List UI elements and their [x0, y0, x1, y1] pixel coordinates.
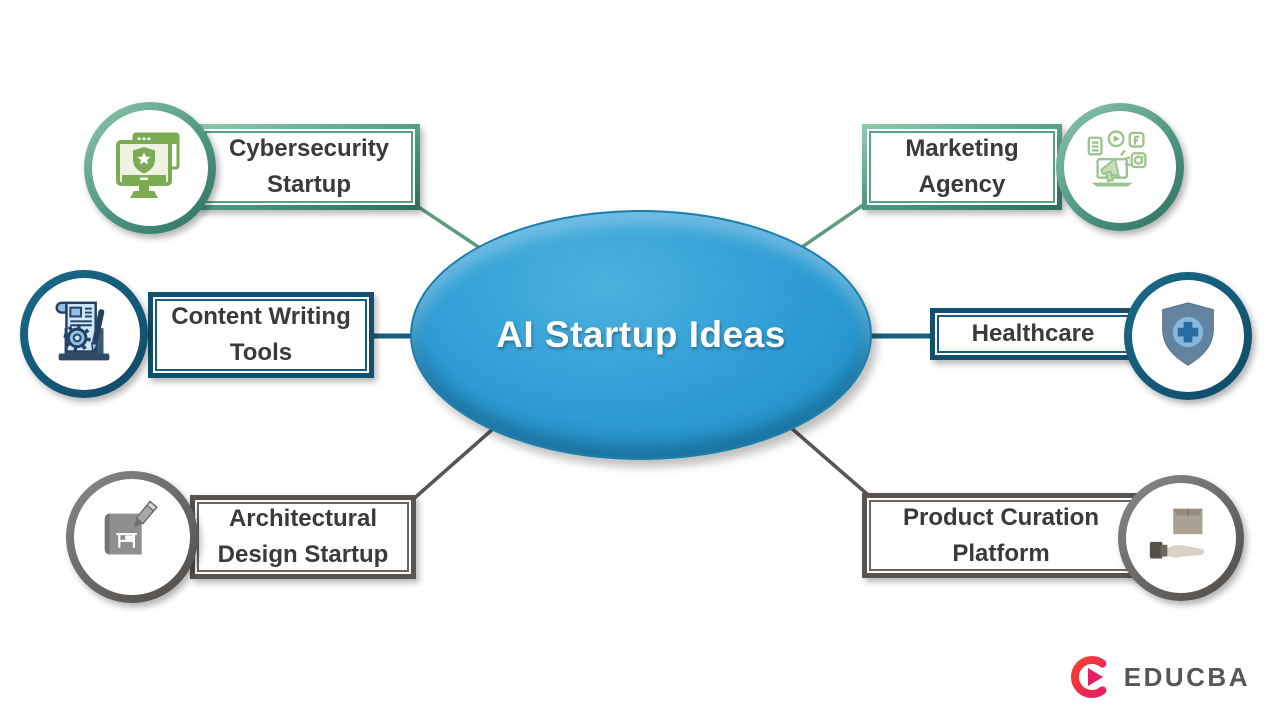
connector-architectural — [408, 426, 496, 504]
node-label-architectural: Architectural Design Startup — [217, 505, 389, 568]
central-topic-ellipse: AI Startup Ideas — [410, 210, 872, 460]
node-box-marketing: Marketing Agency — [862, 124, 1062, 210]
node-label-marketing: Marketing Agency — [905, 135, 1019, 198]
node-box-cybersecurity: Cybersecurity Startup — [198, 124, 420, 210]
node-label-content-writing: Content Writing Tools — [171, 303, 351, 366]
blueprint-pencil-icon — [104, 500, 158, 555]
node-circle-architectural — [66, 471, 198, 603]
node-box-architectural: Architectural Design Startup — [190, 495, 416, 579]
connector-product-curation — [780, 418, 876, 502]
node-circle-healthcare — [1124, 272, 1252, 400]
cybersecurity-monitor-shield-icon — [116, 132, 180, 198]
node-label-product-curation: Product Curation Platform — [903, 503, 1099, 567]
node-circle-marketing — [1056, 103, 1184, 231]
educba-logo: EDUCBA — [1069, 654, 1250, 700]
central-topic-title: AI Startup Ideas — [496, 314, 786, 355]
node-label-healthcare: Healthcare — [971, 320, 1095, 347]
node-box-product-curation: Product Curation Platform — [862, 493, 1140, 578]
educba-logo-text: EDUCBA — [1123, 661, 1250, 692]
document-gear-pen-icon — [55, 301, 110, 361]
shield-medical-cross-icon — [1162, 302, 1214, 366]
hand-holding-box-icon — [1149, 508, 1205, 559]
node-circle-product-curation — [1118, 475, 1244, 601]
node-label-cybersecurity: Cybersecurity Startup — [228, 135, 390, 198]
node-circle-cybersecurity — [84, 102, 216, 234]
node-box-healthcare: Healthcare — [930, 308, 1136, 360]
educba-logo-icon — [1070, 656, 1107, 698]
laptop-megaphone-social-icon — [1087, 130, 1147, 187]
node-box-content-writing: Content Writing Tools — [148, 292, 374, 378]
node-circle-content-writing — [20, 270, 148, 398]
